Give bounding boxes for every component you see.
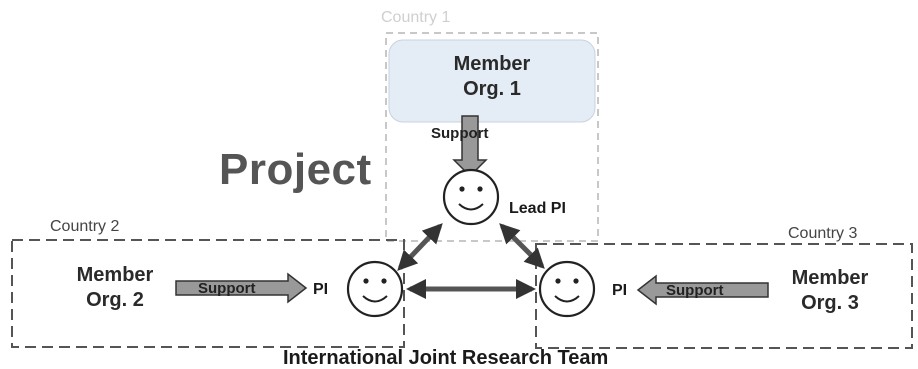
country-3-box — [535, 243, 913, 349]
support-label-3: Support — [666, 282, 724, 299]
support-label-2: Support — [198, 280, 256, 297]
lead-pi-smiley-icon — [442, 168, 500, 226]
link-lead-to-pi-2 — [397, 223, 443, 271]
country-1-label: Country 1 — [381, 9, 451, 26]
member-org-3-line1: Member — [791, 267, 869, 289]
member-org-1-line1: Member — [453, 53, 531, 75]
pi-3-label: PI — [612, 282, 628, 299]
lead-pi-label: Lead PI — [509, 200, 566, 217]
member-org-3-line2: Org. 3 — [801, 292, 859, 314]
country-1-box — [385, 32, 599, 242]
member-org-2-line2: Org. 2 — [86, 289, 144, 311]
country-2-box — [11, 239, 405, 348]
pi-2-label: PI — [313, 281, 329, 298]
team-label: International Joint Research Team — [283, 347, 609, 369]
country-3-label: Country 3 — [788, 225, 858, 242]
country-2-label: Country 2 — [50, 218, 120, 235]
support-arrow-1 — [452, 115, 488, 178]
member-org-1-label: Member Org. 1 — [414, 52, 570, 102]
project-title: Project — [219, 145, 372, 194]
member-org-1-line2: Org. 1 — [463, 78, 521, 100]
support-label-1: Support — [431, 125, 489, 142]
pi-2-smiley-icon — [346, 260, 404, 318]
member-org-1-box — [388, 39, 596, 123]
member-org-3-label: Member Org. 3 — [770, 266, 890, 316]
member-org-2-line1: Member — [76, 264, 154, 286]
pi-3-smiley-icon — [538, 260, 596, 318]
support-arrow-2 — [175, 272, 308, 304]
member-org-2-label: Member Org. 2 — [55, 263, 175, 313]
support-arrow-3 — [636, 274, 769, 306]
link-lead-to-pi-3 — [499, 223, 545, 269]
